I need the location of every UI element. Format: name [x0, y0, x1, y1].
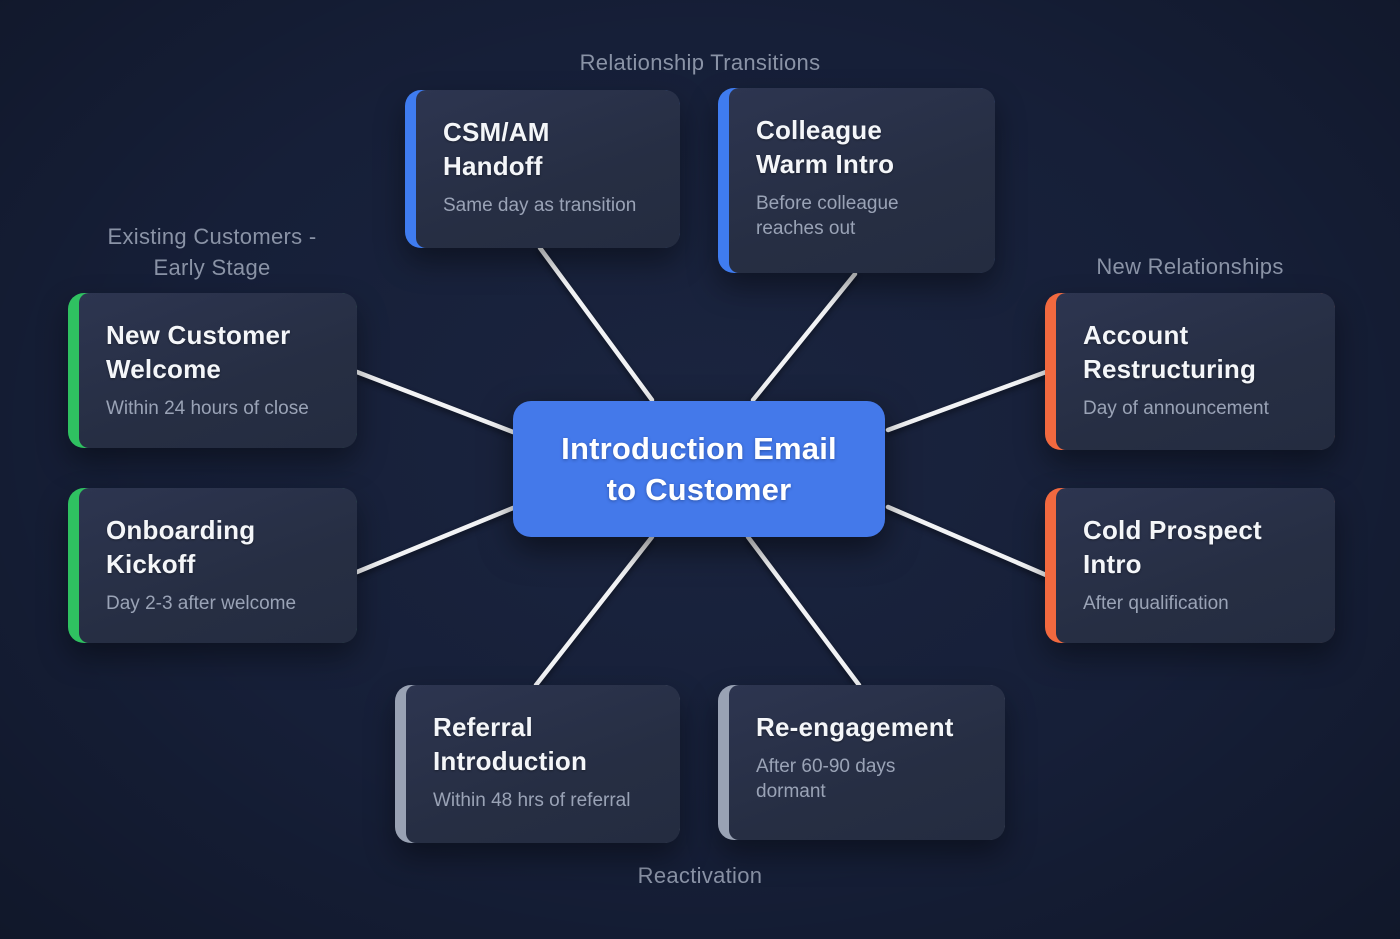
card-body: Referral Introduction Within 48 hrs of r…	[406, 685, 680, 843]
card-colleague-warm-intro[interactable]: Colleague Warm Intro Before colleague re…	[718, 88, 995, 273]
card-subtitle: Before colleague reaches out	[756, 192, 899, 240]
card-subtitle: After qualification	[1083, 592, 1229, 614]
card-csm-am-handoff[interactable]: CSM/AM Handoff Same day as transition	[405, 90, 680, 248]
card-body: New Customer Welcome Within 24 hours of …	[79, 293, 357, 448]
card-account-restructuring[interactable]: Account Restructuring Day of announcemen…	[1045, 293, 1335, 450]
center-node-introduction-email[interactable]: Introduction Email to Customer	[513, 401, 885, 537]
connector-colleague-warm-intro	[750, 271, 858, 403]
card-subtitle: Day of announcement	[1083, 397, 1269, 419]
card-subtitle: Within 24 hours of close	[106, 397, 309, 419]
section-label-existing-customers: Existing Customers - Early Stage	[107, 224, 317, 280]
card-body: CSM/AM Handoff Same day as transition	[416, 90, 680, 248]
card-body: Onboarding Kickoff Day 2-3 after welcome	[79, 488, 357, 643]
section-label-reactivation: Reactivation	[637, 863, 763, 888]
card-title: New Customer Welcome	[106, 320, 291, 384]
connector-csm-handoff	[537, 245, 655, 403]
card-subtitle: After 60-90 days dormant	[756, 755, 896, 803]
section-label-new-relationships: New Relationships	[1096, 254, 1284, 279]
card-title: Account Restructuring	[1083, 320, 1257, 384]
card-re-engagement[interactable]: Re-engagement After 60-90 days dormant	[718, 685, 1005, 840]
card-title: Re-engagement	[756, 712, 954, 742]
connector-referral-introduction	[533, 534, 655, 688]
card-body: Re-engagement After 60-90 days dormant	[729, 685, 1005, 840]
card-cold-prospect-intro[interactable]: Cold Prospect Intro After qualification	[1045, 488, 1335, 643]
connector-account-restructuring	[885, 369, 1049, 433]
card-subtitle: Day 2-3 after welcome	[106, 592, 297, 614]
card-subtitle: Within 48 hrs of referral	[433, 789, 631, 811]
connector-re-engagement	[745, 534, 862, 688]
connector-cold-prospect-intro	[885, 504, 1049, 578]
card-body: Cold Prospect Intro After qualification	[1056, 488, 1335, 643]
connector-new-customer-welcome	[354, 369, 516, 435]
card-onboarding-kickoff[interactable]: Onboarding Kickoff Day 2-3 after welcome	[68, 488, 357, 643]
card-title: CSM/AM Handoff	[443, 117, 550, 181]
card-body: Account Restructuring Day of announcemen…	[1056, 293, 1335, 450]
card-title: Referral Introduction	[433, 712, 588, 776]
card-referral-introduction[interactable]: Referral Introduction Within 48 hrs of r…	[395, 685, 680, 843]
card-subtitle: Same day as transition	[443, 194, 637, 216]
card-title: Onboarding Kickoff	[106, 515, 256, 579]
card-new-customer-welcome[interactable]: New Customer Welcome Within 24 hours of …	[68, 293, 357, 448]
connector-onboarding-kickoff	[354, 505, 516, 575]
card-title: Colleague Warm Intro	[756, 115, 895, 179]
card-body: Colleague Warm Intro Before colleague re…	[729, 88, 995, 273]
card-title: Cold Prospect Intro	[1083, 515, 1262, 579]
section-label-relationship-transitions: Relationship Transitions	[579, 50, 821, 75]
